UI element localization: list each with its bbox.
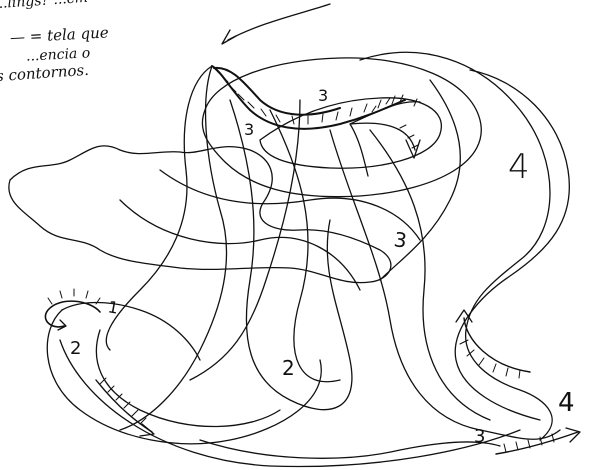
hook-arrow xyxy=(58,320,66,330)
contour-wavy-left xyxy=(9,146,391,283)
contour-tangle-2 xyxy=(120,200,360,290)
contour-left-lobe xyxy=(106,66,212,350)
hatch-right-mid xyxy=(460,340,520,378)
contour-left-lobe-2 xyxy=(120,66,227,430)
contour-tangle-1 xyxy=(160,170,420,240)
contour-bottom-left-3 xyxy=(62,303,200,361)
zone-label-2: 2 xyxy=(282,358,295,378)
contour-loop-right xyxy=(360,52,552,440)
arrow-right-mid xyxy=(464,318,530,372)
contour-strand-b xyxy=(270,110,340,382)
zone-label-4: 4 xyxy=(508,150,530,184)
pointer-arrow-head xyxy=(222,30,236,44)
contour-strand-d xyxy=(370,130,490,420)
zone-label-3: 3 xyxy=(244,122,254,138)
pointer-arrow-line xyxy=(228,4,330,40)
zone-label-2: 2 xyxy=(70,340,81,358)
contour-bottom-left-2 xyxy=(96,330,280,427)
zone-label-3: 3 xyxy=(474,428,485,446)
zone-label-3: 3 xyxy=(318,88,328,104)
zone-label-4: 4 xyxy=(558,390,575,416)
